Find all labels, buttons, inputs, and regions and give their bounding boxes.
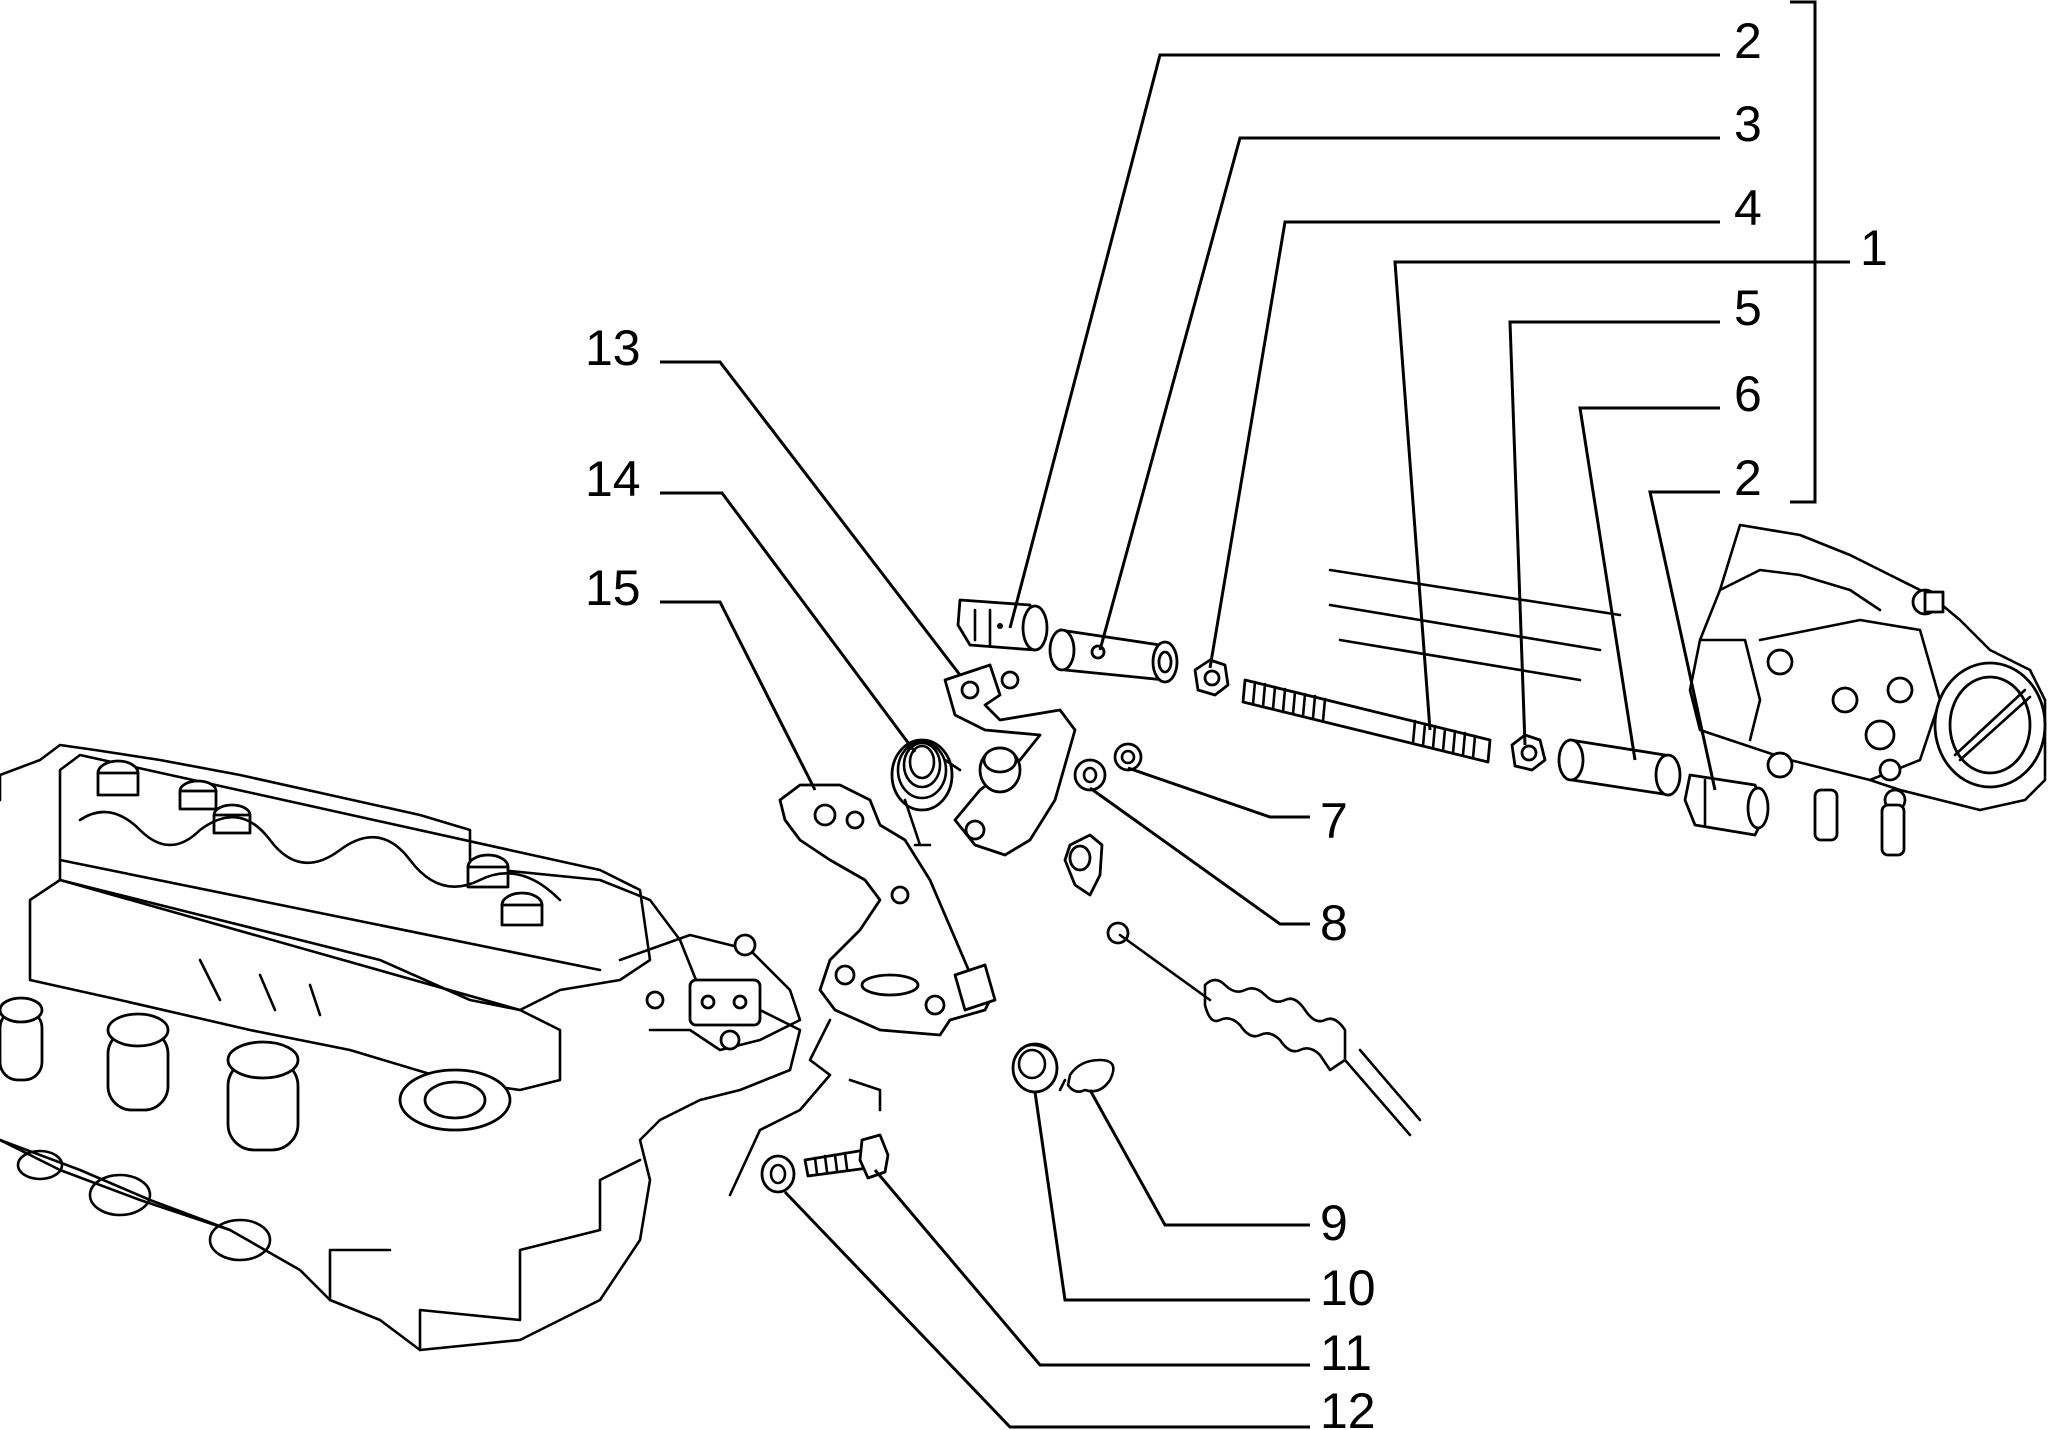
callout-2-lower: 2	[1734, 450, 1762, 506]
part-13-lever	[943, 663, 1077, 857]
callout-13: 13	[585, 320, 641, 376]
callout-12: 12	[1320, 1383, 1376, 1430]
callout-1: 1	[1860, 220, 1888, 276]
throttle-body-drawing	[1328, 523, 2047, 857]
callout-10: 10	[1320, 1260, 1376, 1316]
callout-labels: 2 3 4 1 5 6 2 13 14 15 7 8 9 10 11 12	[585, 13, 1888, 1430]
part-6	[1557, 738, 1682, 797]
leader-lines	[660, 0, 1850, 1429]
callout-3: 3	[1734, 96, 1762, 152]
callout-5: 5	[1734, 280, 1762, 336]
part-12	[760, 1154, 796, 1194]
part-11-bolt	[803, 1133, 890, 1180]
callout-7: 7	[1320, 793, 1348, 849]
callout-11: 11	[1320, 1325, 1372, 1381]
throttle-cable	[1063, 833, 1422, 1137]
part-10	[1011, 1042, 1059, 1094]
callout-15: 15	[585, 560, 641, 616]
part-3	[1048, 628, 1179, 684]
part-7	[1113, 742, 1143, 772]
part-2-lower	[1683, 773, 1770, 837]
parts-drawing	[728, 598, 1770, 1197]
callout-2: 2	[1734, 13, 1762, 69]
part-9	[1058, 1058, 1115, 1093]
part-15-bracket	[728, 783, 997, 1197]
callout-4: 4	[1734, 180, 1762, 236]
callout-8: 8	[1320, 895, 1348, 951]
part-14-spring	[890, 738, 962, 847]
callout-14: 14	[585, 451, 641, 507]
cylinder-head-drawing	[0, 743, 802, 1352]
part-8	[1073, 758, 1107, 792]
part-2-upper	[956, 598, 1049, 652]
callout-6: 6	[1734, 366, 1762, 422]
part-5	[1510, 733, 1547, 772]
callout-9: 9	[1320, 1195, 1348, 1251]
part-1-rod	[1241, 678, 1492, 764]
